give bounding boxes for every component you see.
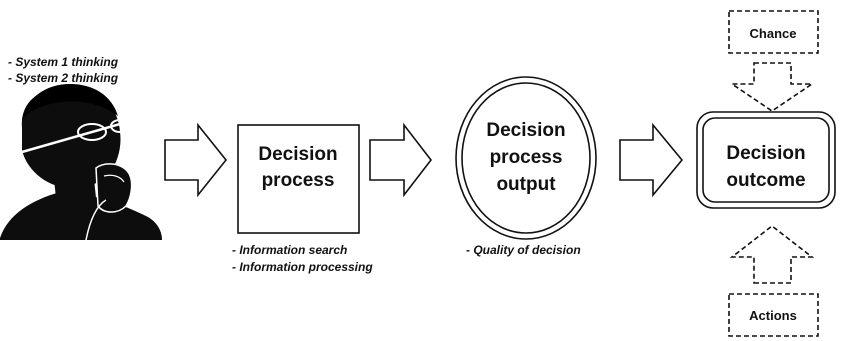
chance-influence-arrow <box>729 62 815 112</box>
thinking-person-icon <box>0 84 162 241</box>
note-information-search: - Information search <box>232 243 347 257</box>
actions-label: Actions <box>749 308 797 323</box>
flow-arrow-1 <box>164 122 228 198</box>
flow-arrow-2 <box>369 122 433 198</box>
process-output-ellipse: Decision process output <box>455 76 597 240</box>
process-output-label-3: output <box>496 174 556 195</box>
flow-arrow-3 <box>619 122 684 198</box>
decision-process-box: Decision process <box>237 124 360 234</box>
actions-influence-arrow <box>729 224 815 284</box>
decision-outcome-box: Decision outcome <box>696 111 836 209</box>
decision-process-label-2: process <box>262 170 335 191</box>
note-system-2: - System 2 thinking <box>8 71 119 85</box>
actions-box: Actions <box>728 293 819 337</box>
process-output-label-2: process <box>490 147 563 168</box>
note-quality-of-decision: - Quality of decision <box>466 243 581 257</box>
chance-box: Chance <box>728 10 819 54</box>
note-system-1: - System 1 thinking <box>8 55 119 69</box>
chance-label: Chance <box>750 26 797 41</box>
process-output-label-1: Decision <box>486 120 565 141</box>
decision-process-label-1: Decision <box>258 144 337 165</box>
note-information-processing: - Information processing <box>232 260 373 274</box>
decision-outcome-label-1: Decision <box>726 143 805 164</box>
decision-outcome-label-2: outcome <box>726 170 805 191</box>
